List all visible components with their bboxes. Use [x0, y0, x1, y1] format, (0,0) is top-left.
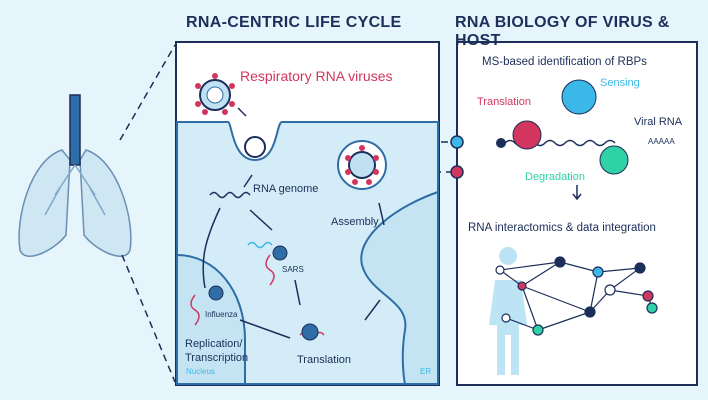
ribosome-icons: [208, 245, 319, 341]
interaction-network: [499, 261, 653, 331]
sensing-label: Sensing: [600, 77, 640, 89]
assembled-virus-icon: [337, 140, 387, 190]
network-nodes: [495, 256, 658, 336]
rna-genome-label: RNA genome: [253, 183, 319, 195]
rna-cap: [496, 138, 506, 148]
process-arrows: [202, 107, 385, 339]
interactomics-label: RNA interactomics & data integration: [468, 222, 656, 234]
translation-label: Translation: [297, 354, 352, 366]
translation-rbp-label: Translation: [477, 96, 532, 108]
translation-protein: [512, 120, 542, 150]
virus-particle-icon: [195, 73, 235, 115]
lungs-illustration: [18, 94, 132, 257]
endocytosed-virus-icon: [244, 136, 266, 158]
influenza-label: Influenza: [205, 310, 238, 319]
transcription-label: Transcription: [185, 352, 249, 364]
biology-title: RNA BIOLOGY OF VIRUS & HOST: [455, 14, 670, 49]
ms-title: MS-based identification of RBPs: [482, 56, 647, 68]
viral-rna-label: Viral RNA: [634, 116, 683, 128]
sensing-marker: [450, 135, 464, 149]
replication-label: Replication/: [185, 338, 243, 350]
down-arrow-icon: [572, 185, 582, 201]
er-label: ER: [420, 367, 432, 376]
polya-tail-label: AAAAA: [648, 137, 675, 146]
translation-marker: [450, 165, 464, 179]
degradation-label: Degradation: [525, 171, 585, 183]
lifecycle-title: RNA-CENTRIC LIFE CYCLE: [186, 14, 402, 31]
human-silhouette: [489, 247, 527, 375]
nucleus-label: Nucleus: [186, 367, 215, 376]
endoplasmic-reticulum: [360, 190, 439, 385]
sensing-protein: [561, 79, 597, 115]
degradation-protein: [599, 145, 629, 175]
assembly-label: Assembly: [331, 216, 379, 228]
nucleus: [176, 253, 246, 385]
virus-label: Respiratory RNA viruses: [240, 68, 393, 84]
sars-label: SARS: [282, 265, 304, 274]
